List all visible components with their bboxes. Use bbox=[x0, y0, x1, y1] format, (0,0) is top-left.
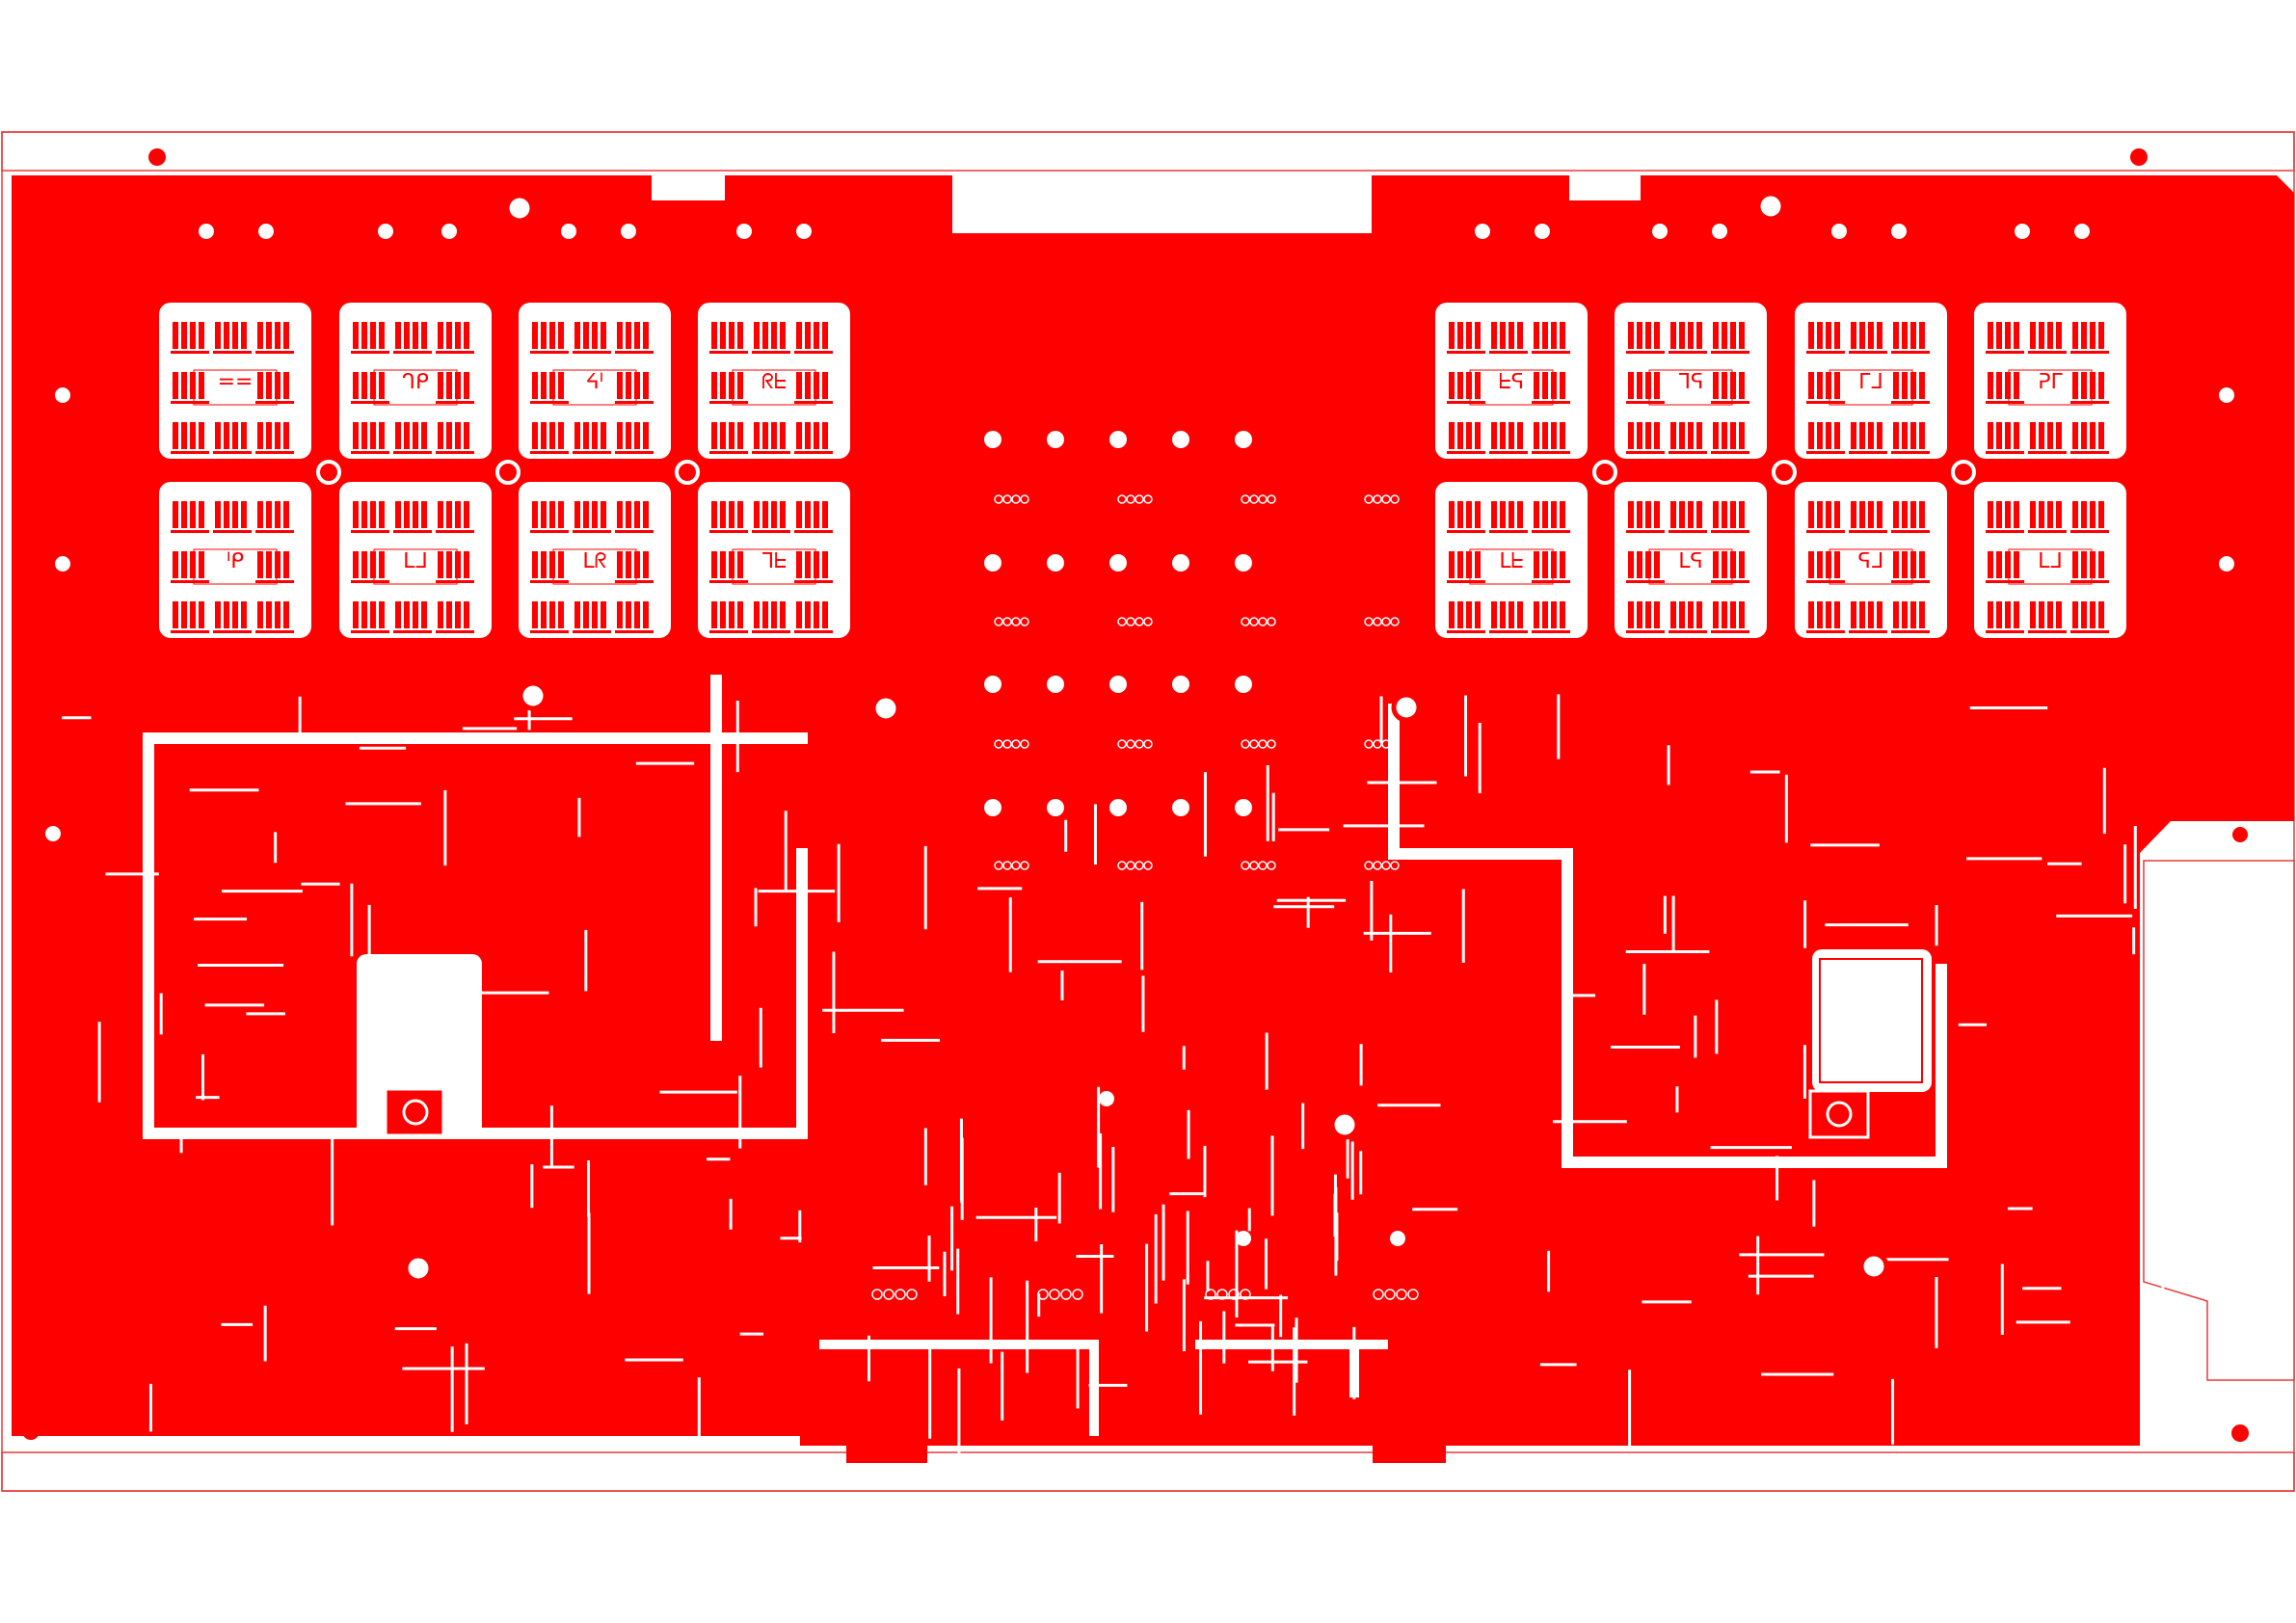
via bbox=[1047, 431, 1064, 448]
module-label-left: == bbox=[218, 370, 254, 394]
via bbox=[1475, 224, 1490, 239]
via bbox=[1235, 676, 1252, 693]
module-label-left: ᖇᖶ bbox=[761, 370, 787, 394]
via bbox=[984, 676, 1001, 693]
via bbox=[1235, 431, 1252, 448]
module-label-right: ᒣᕋ bbox=[1678, 370, 1704, 394]
via bbox=[561, 224, 576, 239]
via bbox=[441, 224, 457, 239]
via bbox=[1390, 1231, 1405, 1246]
module-label-left: ᒉᑭ bbox=[402, 370, 429, 394]
via bbox=[984, 799, 1001, 816]
right-notch bbox=[2144, 861, 2294, 1380]
via bbox=[2074, 224, 2090, 239]
via bbox=[199, 224, 214, 239]
via bbox=[55, 556, 70, 572]
via bbox=[1712, 224, 1727, 239]
via bbox=[2219, 556, 2234, 572]
via bbox=[984, 431, 1001, 448]
via bbox=[1831, 224, 1847, 239]
module-label-left: ᒪᖇ bbox=[582, 549, 606, 573]
module-label-right: ᒪᖶ bbox=[1499, 549, 1523, 573]
module-label-right: ᕈᒥ bbox=[2038, 370, 2063, 394]
module-label-right: ᒪᒧ bbox=[2038, 549, 2063, 573]
via bbox=[1172, 431, 1189, 448]
via bbox=[1047, 676, 1064, 693]
via bbox=[1172, 799, 1189, 816]
via bbox=[1235, 554, 1252, 572]
via bbox=[55, 387, 70, 403]
footprint-left bbox=[386, 1089, 443, 1135]
via bbox=[1047, 554, 1064, 572]
via bbox=[621, 224, 636, 239]
via bbox=[1172, 554, 1189, 572]
module-label-left: ᔦᑊ bbox=[586, 370, 603, 394]
via bbox=[736, 224, 752, 239]
via bbox=[2219, 387, 2234, 403]
module-label-left: ᑊᑭ bbox=[227, 549, 244, 573]
via bbox=[1109, 676, 1127, 693]
via bbox=[1109, 554, 1127, 572]
module-label-right: ᒥᒧ bbox=[1858, 370, 1883, 394]
via bbox=[1099, 1091, 1114, 1106]
module-label-right: ᒪᕋ bbox=[1678, 549, 1703, 573]
via bbox=[378, 224, 393, 239]
via bbox=[1535, 224, 1550, 239]
via bbox=[984, 554, 1001, 572]
via bbox=[1109, 431, 1127, 448]
via bbox=[1891, 224, 1907, 239]
via bbox=[1235, 799, 1252, 816]
via bbox=[258, 224, 274, 239]
via bbox=[1047, 799, 1064, 816]
via bbox=[1652, 224, 1668, 239]
via bbox=[45, 826, 61, 841]
module-label-left: ᒣᖶ bbox=[761, 549, 787, 573]
module-label-right: ᕋᒧ bbox=[1858, 549, 1884, 573]
via bbox=[1109, 799, 1127, 816]
via bbox=[1172, 676, 1189, 693]
module-label-right: ᖶᕋ bbox=[1499, 370, 1524, 394]
via bbox=[796, 224, 812, 239]
via bbox=[2015, 224, 2030, 239]
module-label-left: ᒪᒧ bbox=[403, 549, 428, 573]
